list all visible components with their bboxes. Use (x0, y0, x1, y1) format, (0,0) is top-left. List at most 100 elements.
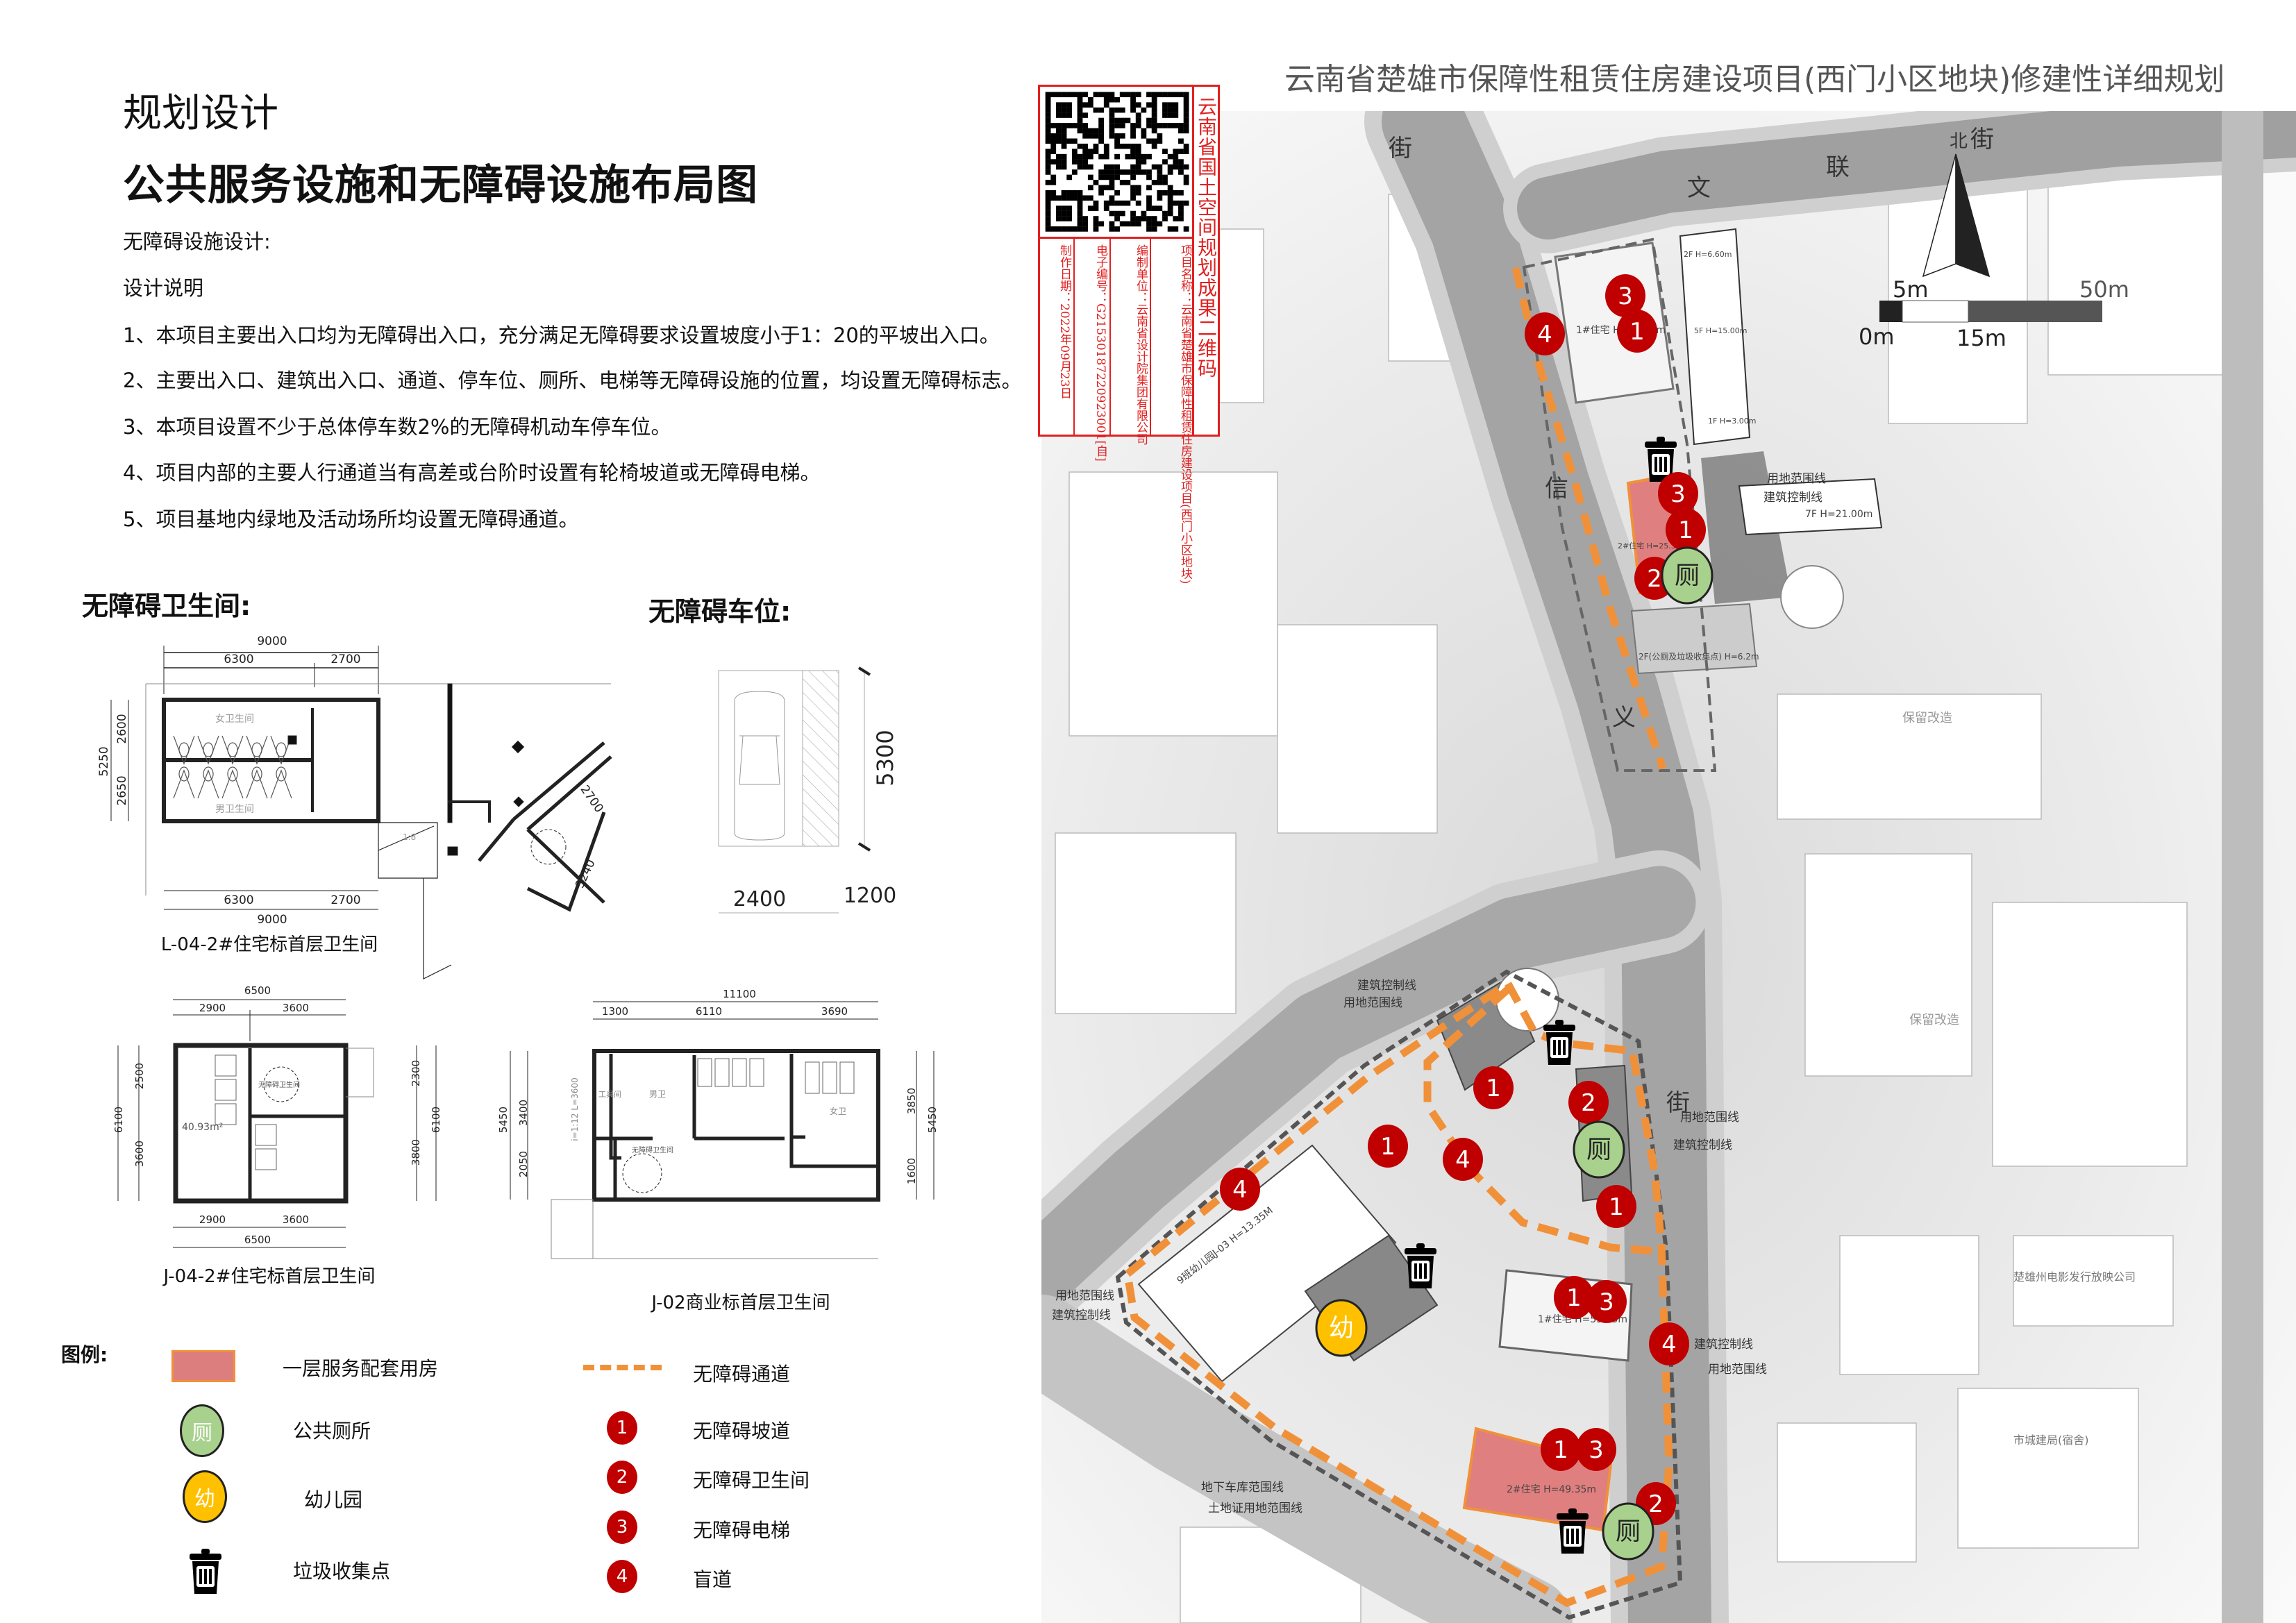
build-line-label: 建筑控制线 (1694, 1338, 1753, 1352)
marker-label: 3 (1589, 1436, 1604, 1464)
notes-subheading: 设计说明 (123, 276, 204, 300)
build-line-label: 建筑控制线 (1052, 1309, 1111, 1322)
toilet-section-heading: 无障碍卫生间: (82, 591, 251, 621)
dim-j02-total-w: 11100 (723, 988, 756, 1000)
marker-label: 4 (1537, 321, 1552, 348)
trash-icon (1543, 1020, 1575, 1065)
toilet-marker: 厕 (1573, 1120, 1625, 1179)
ramp-marker: 1 (1541, 1428, 1581, 1471)
note-item: 4、项目内部的主要人行通道当有高差或台阶时设置有轮椅坡道或无障碍电梯。 (123, 461, 821, 485)
elevator-marker: 3 (1658, 472, 1698, 515)
room-male: 男卫生间 (215, 804, 254, 815)
accessible-parking-space: 5300 2400 1200 (718, 666, 898, 914)
roads (1041, 111, 2296, 1623)
section-title: 规划设计 (123, 91, 278, 136)
street-char: 街 (1970, 126, 1994, 153)
build-line-label: 建筑控制线 (1673, 1138, 1732, 1152)
tactile-path-marker: 4 (1443, 1138, 1483, 1181)
parking-section-heading: 无障碍车位: (648, 596, 791, 627)
note-item: 5、项目基地内绿地及活动场所均设置无障碍通道。 (123, 507, 579, 531)
notes-heading: 无障碍设施设计: (123, 230, 271, 253)
stamp-date: 制作日期：2022年09月23日 (1057, 244, 1071, 399)
building-label: 2#住宅 H=49.35m (1507, 1484, 1596, 1495)
ramp-marker: 1 (1554, 1276, 1594, 1319)
street-names: 街 文 联 北 街 信 义 街 (1389, 126, 1994, 1117)
marker-4-icon: 4 (607, 1560, 637, 1593)
street-char: 信 (1545, 475, 1568, 503)
street-char: 义 (1612, 704, 1636, 732)
build-line-label: 建筑控制线 (1763, 491, 1822, 505)
ramp-marker: 1 (1473, 1066, 1514, 1109)
building-label: 5F H=15.00m (1694, 326, 1748, 335)
parking-width: 2400 (733, 887, 786, 911)
building-label: 保留改造 (1902, 711, 1952, 725)
dim-j04-w2: 3600 (283, 1002, 309, 1014)
street-char: 联 (1826, 153, 1850, 181)
scale-bar: 5m 50m 0m 15m (1859, 276, 2129, 351)
marker-label: 1 (1553, 1436, 1568, 1464)
marker-label: 1 (1566, 1284, 1582, 1312)
building-label: 2F(公厕及垃圾收集点) H=6.2m (1639, 651, 1759, 662)
tactile-path-marker: 4 (1525, 312, 1565, 355)
dim-j04-w1: 2900 (199, 1002, 226, 1014)
marker-1-icon: 1 (607, 1411, 637, 1445)
stamp-code: 电子编号：G21530187220923001[自] (1073, 239, 1109, 462)
building-label: 楚雄州电影发行放映公司 (2013, 1270, 2136, 1284)
tactile-path-marker: 4 (1220, 1168, 1260, 1211)
dim-j02-h2: 2050 (517, 1151, 530, 1177)
land-line-label: 用地范围线 (1055, 1289, 1114, 1303)
dim-j02-r1: 3850 (905, 1088, 918, 1114)
marker-3-icon: 3 (607, 1511, 637, 1544)
dim-l04-w1: 6300 (224, 653, 253, 666)
plan-l04: 9000 6300 2700 6300 2700 9000 2600 5250 … (97, 634, 612, 979)
legend-heading: 图例: (61, 1343, 108, 1366)
service-room-swatch (171, 1350, 235, 1382)
ramp-marker: 1 (1368, 1125, 1408, 1168)
note-item: 1、本项目主要出入口均为无障碍出入口，充分满足无障碍要求设置坡度小于1：20的平… (123, 323, 1000, 347)
dim-j04-r-total: 6100 (430, 1107, 442, 1133)
accessible-path-line (583, 1365, 662, 1370)
boundary-lines (1115, 237, 1717, 1620)
marker-label: 厕 (1616, 1517, 1641, 1546)
building-label: 2F H=6.60m (1684, 250, 1732, 259)
marker-label: 厕 (1675, 562, 1700, 590)
kindergarten-icon: 幼 (183, 1470, 227, 1523)
dim-l04-diag2: 3240 (573, 857, 598, 891)
room-tool: 工具间 (598, 1090, 621, 1099)
land-line-label: 用地范围线 (1343, 996, 1402, 1010)
legend-elevator: 无障碍电梯 (693, 1519, 791, 1542)
dim-j04-total-w-bottom: 6500 (244, 1234, 271, 1246)
legend-ramp: 无障碍坡道 (693, 1420, 791, 1443)
ramp-slope: 1:8 (403, 832, 416, 842)
dim-l04-w1-bottom: 6300 (224, 893, 253, 907)
trash-icon (1557, 1508, 1589, 1554)
toilet-marker: 厕 (1602, 1502, 1654, 1561)
building-label: 市城建局(宿舍) (2013, 1433, 2089, 1447)
scale-15m: 15m (1956, 325, 2006, 351)
scale-50m: 50m (2079, 276, 2129, 303)
room-accessible: 无障碍卫生间 (258, 1080, 300, 1089)
dim-j02-h-total: 5450 (497, 1107, 510, 1133)
line-labels: 用地范围线 建筑控制线 建筑控制线 用地范围线 用地范围线 建筑控制线 用地范围… (1052, 472, 1826, 1515)
site-plan-map: 街 文 联 北 街 信 义 街 用地范围线 建筑控制线 建筑控制线 用地范围线 … (1041, 111, 2296, 1623)
marker-label: 2 (1581, 1089, 1596, 1117)
elevator-marker: 3 (1586, 1280, 1627, 1323)
building-label: 1F H=3.00m (1708, 417, 1757, 426)
dim-j04-total-w: 6500 (244, 984, 271, 997)
room-male: 男卫 (649, 1089, 666, 1099)
dim-j02-r2: 1600 (905, 1158, 918, 1184)
scale-0m: 0m (1859, 323, 1895, 350)
dim-j02-r-total: 5450 (926, 1107, 939, 1133)
dim-l04-w2: 2700 (330, 653, 360, 666)
qr-code[interactable] (1040, 87, 1194, 239)
dim-j02-w1: 1300 (602, 1005, 628, 1018)
dim-j04-w1-bottom: 2900 (199, 1213, 226, 1226)
legend-service-room: 一层服务配套用房 (283, 1357, 439, 1380)
note-item: 2、主要出入口、建筑出入口、通道、停车位、厕所、电梯等无障碍设施的位置，均设置无… (123, 369, 1022, 392)
marker-label: 4 (1232, 1176, 1248, 1204)
ramp-marker: 1 (1596, 1185, 1636, 1228)
stamp-unit: 编制单位：云南省设计院集团有限公司 (1109, 239, 1150, 445)
north-arrow-icon (1922, 153, 1991, 278)
marker-label: 1 (1380, 1133, 1396, 1161)
